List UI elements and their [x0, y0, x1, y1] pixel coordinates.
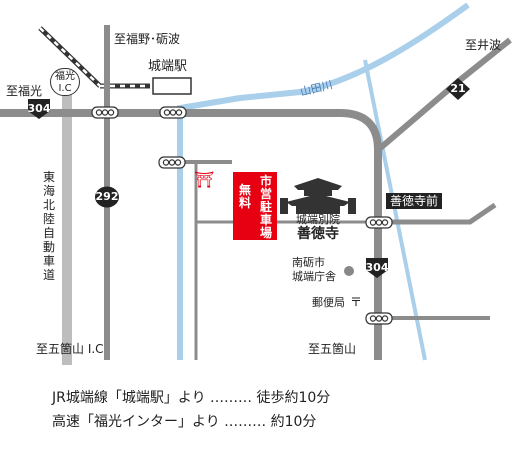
- fukumitsu-ic-badge: 福光 I.C: [50, 68, 80, 96]
- yamada-river: [177, 2, 470, 360]
- route-304-south-badge: 304: [364, 258, 390, 278]
- label-to-fukumitsu: 至福光: [6, 84, 43, 98]
- route-292-badge: 292: [94, 186, 120, 208]
- east-road: [378, 202, 497, 225]
- traffic-signals: [91, 106, 393, 325]
- temple-sub: 城端別院: [296, 213, 340, 226]
- label-johana-station: 城端駅: [148, 59, 188, 74]
- route-21: [376, 37, 512, 153]
- route-21-number: 21: [450, 82, 466, 95]
- temple-illustration: [280, 178, 356, 214]
- railway: [38, 26, 192, 95]
- temple-name: 善徳寺: [297, 226, 339, 242]
- highway: [62, 95, 72, 365]
- temple-label: 城端別院 善徳寺: [288, 213, 348, 242]
- label-to-inami: 至井波: [465, 38, 502, 52]
- label-city-office: 南砺市 城端庁舎: [292, 256, 336, 283]
- route-304-south-number: 304: [365, 261, 389, 274]
- label-zentokuji-mae: 善徳寺前: [386, 193, 443, 209]
- access-highway: 高速「福光インター」より ……… 約10分: [52, 414, 317, 430]
- river-branch: [363, 59, 427, 361]
- post-office-icon: 〒: [350, 295, 363, 309]
- route-304-west-badge: 304: [26, 99, 52, 119]
- city-office-marker: [344, 266, 354, 276]
- access-train: JR城端線「城端駅」より ……… 徒歩約10分: [52, 390, 331, 406]
- johana-station-building: [152, 77, 192, 95]
- label-post-office: 郵便局: [312, 296, 345, 309]
- shrine-icon: ⛩: [194, 170, 215, 189]
- route-21-badge: 21: [446, 78, 470, 100]
- label-to-fukuno-tonami: 至福野･砺波: [114, 32, 181, 46]
- parking-name: 市営駐車場: [259, 174, 272, 240]
- label-highway: 東海北陸自動車道: [42, 170, 55, 282]
- label-to-gokayama: 至五箇山: [308, 342, 357, 356]
- label-to-gokayama-ic: 至五箇山 I.C: [36, 342, 104, 356]
- route-292-number: 292: [95, 190, 119, 203]
- route-304-west-number: 304: [27, 102, 51, 115]
- parking-free: 無料: [238, 183, 251, 210]
- municipal-parking: 市営駐車場 無料: [233, 172, 277, 240]
